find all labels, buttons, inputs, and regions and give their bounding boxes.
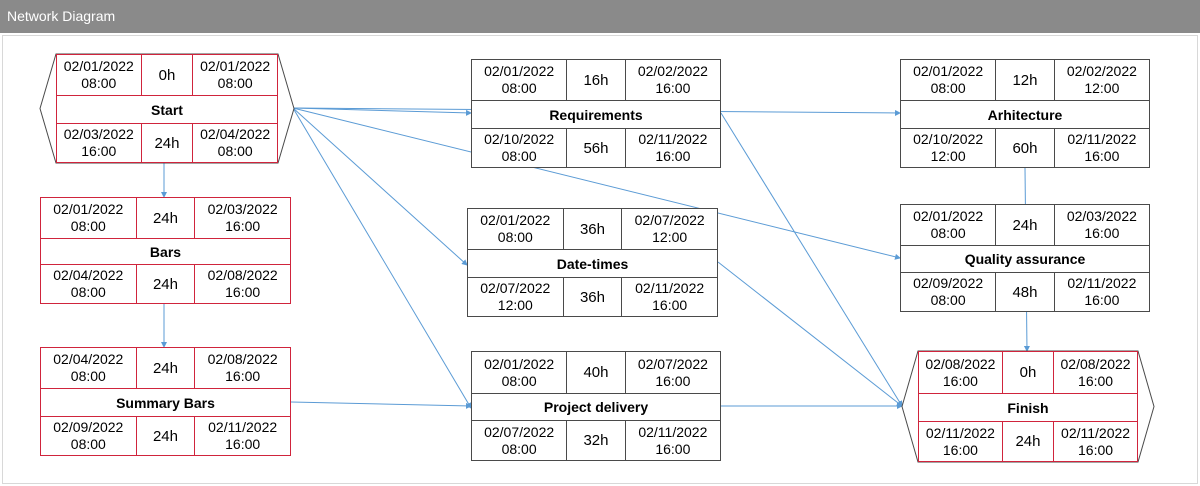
- window-title: Network Diagram: [0, 0, 1200, 33]
- task-name: Start: [57, 95, 277, 124]
- early-start: 02/01/2022 08:00: [913, 63, 984, 96]
- early-finish: 02/03/2022 16:00: [207, 201, 278, 234]
- duration: 16h: [566, 60, 626, 100]
- late-start: 02/11/2022 16:00: [925, 424, 995, 458]
- task-name: Arhitecture: [901, 100, 1149, 129]
- slack: 24h: [1001, 422, 1055, 461]
- early-start: 02/01/2022 08:00: [53, 201, 124, 234]
- late-finish: 02/11/2022 16:00: [635, 280, 705, 313]
- late-start: 02/04/2022 08:00: [53, 267, 124, 300]
- early-finish: 02/02/2022 16:00: [637, 63, 708, 96]
- early-start: 02/08/2022 16:00: [925, 355, 996, 389]
- task-name: Summary Bars: [41, 388, 290, 417]
- early-finish: 02/02/2022 12:00: [1066, 63, 1137, 96]
- late-start: 02/09/2022 08:00: [53, 419, 124, 452]
- slack: 24h: [135, 417, 196, 455]
- late-finish: 02/08/2022 16:00: [207, 267, 278, 300]
- early-start: 02/01/2022 08:00: [484, 63, 555, 96]
- late-finish: 02/11/2022 16:00: [1061, 424, 1131, 458]
- slack: 48h: [995, 273, 1055, 311]
- early-finish: 02/08/2022 16:00: [1060, 355, 1131, 389]
- task-name: Date-times: [468, 249, 717, 278]
- early-finish: 02/01/2022 08:00: [200, 58, 271, 91]
- task-name: Project delivery: [472, 393, 720, 421]
- slack: 32h: [566, 421, 626, 460]
- duration: 40h: [566, 352, 626, 393]
- task-name: Quality assurance: [901, 245, 1149, 273]
- slack: 36h: [562, 278, 623, 316]
- early-start: 02/01/2022 08:00: [913, 208, 984, 241]
- duration: 0h: [1001, 352, 1055, 393]
- task-name: Finish: [919, 393, 1137, 422]
- early-finish: 02/07/2022 16:00: [637, 355, 708, 389]
- slack: 56h: [566, 129, 626, 167]
- task-name: Requirements: [472, 100, 720, 129]
- duration: 24h: [995, 205, 1055, 245]
- slack: 24h: [135, 265, 196, 303]
- slack: 60h: [995, 129, 1055, 167]
- late-start: 02/03/2022 16:00: [63, 126, 134, 159]
- late-finish: 02/04/2022 08:00: [200, 126, 271, 159]
- late-start: 02/07/2022 12:00: [480, 280, 551, 313]
- late-start: 02/09/2022 08:00: [913, 275, 984, 308]
- late-start: 02/10/2022 08:00: [484, 131, 555, 164]
- task-name: Bars: [41, 238, 290, 265]
- early-start: 02/04/2022 08:00: [53, 351, 124, 384]
- early-finish: 02/08/2022 16:00: [207, 351, 278, 384]
- duration: 36h: [562, 209, 623, 249]
- early-start: 02/01/2022 08:00: [63, 58, 134, 91]
- early-start: 02/01/2022 08:00: [484, 355, 555, 389]
- late-finish: 02/11/2022 16:00: [638, 423, 708, 457]
- late-finish: 02/11/2022 16:00: [638, 131, 708, 164]
- duration: 0h: [140, 55, 194, 95]
- duration: 24h: [135, 198, 196, 238]
- duration: 24h: [135, 348, 196, 388]
- duration: 12h: [995, 60, 1055, 100]
- early-start: 02/01/2022 08:00: [480, 212, 551, 245]
- late-finish: 02/11/2022 16:00: [208, 419, 278, 452]
- late-start: 02/10/2022 12:00: [913, 131, 984, 164]
- early-finish: 02/03/2022 16:00: [1066, 208, 1137, 241]
- late-start: 02/07/2022 08:00: [484, 423, 555, 457]
- slack: 24h: [140, 124, 194, 162]
- late-finish: 02/11/2022 16:00: [1067, 131, 1137, 164]
- late-finish: 02/11/2022 16:00: [1067, 275, 1137, 308]
- early-finish: 02/07/2022 12:00: [634, 212, 705, 245]
